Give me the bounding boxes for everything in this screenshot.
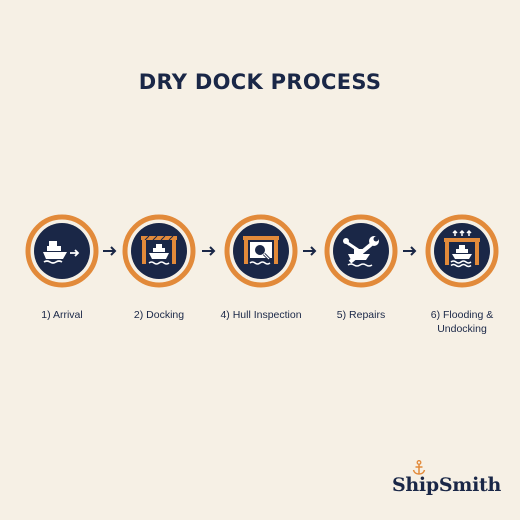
step-badge [121, 213, 197, 289]
arrow-right-icon [103, 246, 117, 256]
step-docking: 2) Docking [104, 213, 214, 322]
step-label: 1) Arrival [41, 309, 83, 321]
arrow-right-icon [303, 246, 317, 256]
step-repairs: 5) Repairs [306, 213, 416, 322]
arrow-right-icon [202, 246, 216, 256]
brand-logo: ShipSmith [392, 460, 501, 496]
step-arrival: 1) Arrival [7, 213, 117, 322]
brand-name: ShipSmith [392, 474, 501, 496]
step-label: 4) Hull Inspection [220, 309, 302, 321]
step-badge [223, 213, 299, 289]
diagram-title: DRY DOCK PROCESS [138, 70, 382, 94]
step-label: 5) Repairs [336, 309, 386, 321]
ship-in-dock-icon [141, 235, 177, 265]
step-badge [323, 213, 399, 289]
step-flooding-undocking: 6) Flooding & Undocking [407, 213, 517, 336]
step-hull-inspection: 4) Hull Inspection [206, 213, 316, 322]
step-badge [424, 213, 500, 289]
badge-ring [25, 214, 99, 288]
hull-inspection-icon [243, 236, 279, 265]
anchor-icon [412, 460, 426, 475]
wrench-ship-icon [343, 236, 379, 267]
ship-arrival-icon [43, 241, 80, 264]
step-badge [24, 213, 100, 289]
flooding-undocking-icon [444, 229, 480, 268]
step-label: 6) Flooding & Undocking [430, 309, 494, 335]
arrow-right-icon [403, 246, 417, 256]
step-label: 2) Docking [133, 309, 185, 321]
